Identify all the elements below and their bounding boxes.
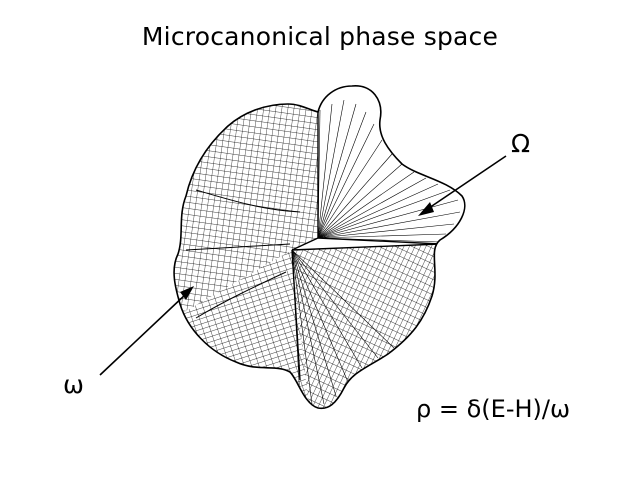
region-label-omega-shell: ω	[63, 370, 84, 399]
arrow-to-omega-shell	[99, 286, 194, 376]
phase-space-surface	[173, 85, 466, 410]
figure-title: Microcanonical phase space	[141, 22, 499, 51]
density-formula: ρ = δ(E-H)/ω	[416, 395, 571, 423]
arrow-to-omega-total	[418, 155, 507, 216]
region-label-omega-total: Ω	[511, 129, 531, 158]
